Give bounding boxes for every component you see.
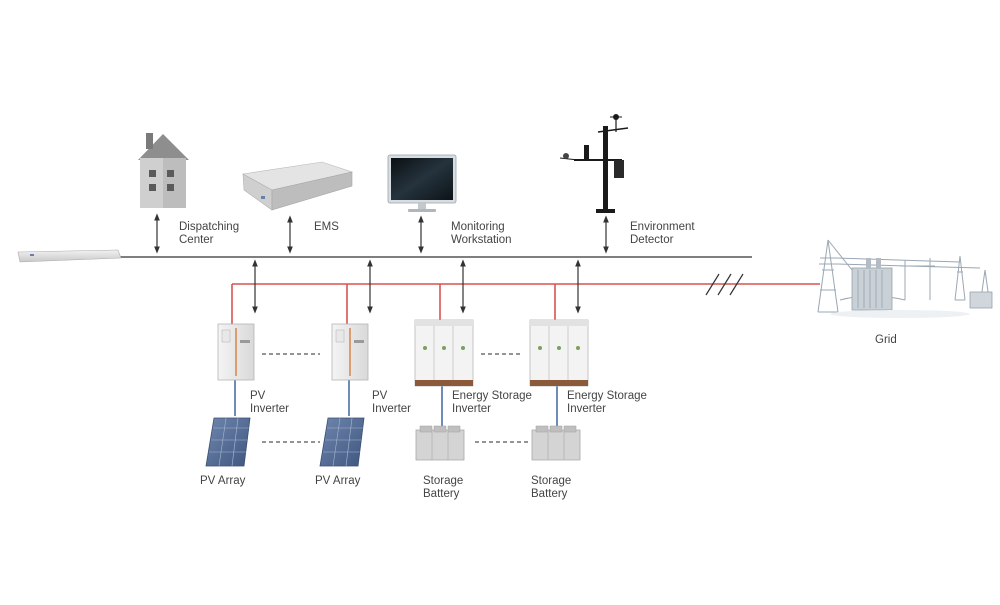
dashed-links [262,353,530,443]
storage-battery-2-icon [531,425,581,461]
ems-unit-icon [242,161,354,211]
house-icon [138,133,189,208]
label-es-inverter-1: Energy Storage Inverter [452,390,532,415]
line-break-marks [705,273,744,296]
storage-battery-1-icon [415,425,465,461]
dc-lines [234,380,558,428]
rack-server-icon [17,249,122,263]
label-pv-inverter-1: PV Inverter [250,390,289,415]
label-dispatching-center: Dispatching Center [179,221,240,246]
es-inverter-1-icon [414,319,474,387]
pv-inverter-1-icon [217,323,255,381]
label-monitoring-workstation: Monitoring Workstation [451,221,512,246]
label-storage-battery-2: Storage Battery [531,475,572,500]
monitor-icon [387,154,457,212]
label-grid: Grid [875,334,897,346]
label-environment-detector: Environment Detector [630,221,695,246]
grid-substation-icon [817,239,993,318]
label-storage-battery-1: Storage Battery [423,475,464,500]
weather-station-icon [559,114,629,213]
communication-arrows [154,213,609,314]
es-inverter-2-icon [529,319,589,387]
label-pv-array-2: PV Array [315,475,361,487]
label-es-inverter-2: Energy Storage Inverter [567,390,647,415]
pv-inverter-2-icon [331,323,369,381]
pv-array-2-icon [319,417,365,467]
label-pv-array-1: PV Array [200,475,246,487]
ac-power-line [231,283,820,326]
pv-array-1-icon [205,417,251,467]
label-pv-inverter-2: PV Inverter [372,390,411,415]
label-ems: EMS [314,221,339,233]
